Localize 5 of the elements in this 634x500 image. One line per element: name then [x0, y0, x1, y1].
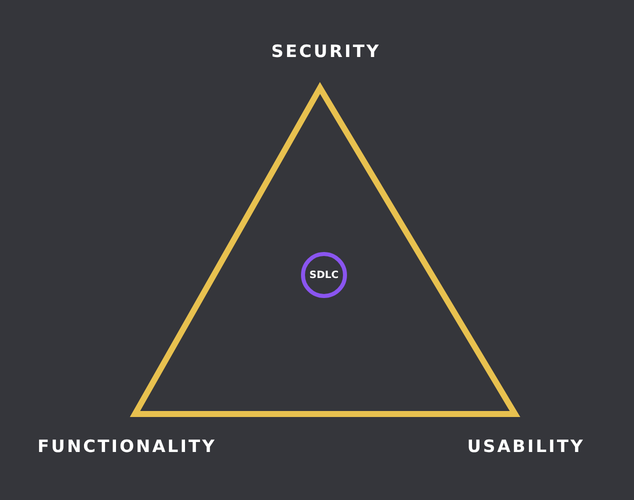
vertex-label: SECURITY — [271, 42, 381, 62]
vertex-label: FUNCTIONALITY — [38, 437, 216, 457]
node-label: SDLC — [309, 270, 339, 280]
vertex-label: USABILITY — [467, 437, 585, 457]
circle-node — [301, 252, 347, 298]
